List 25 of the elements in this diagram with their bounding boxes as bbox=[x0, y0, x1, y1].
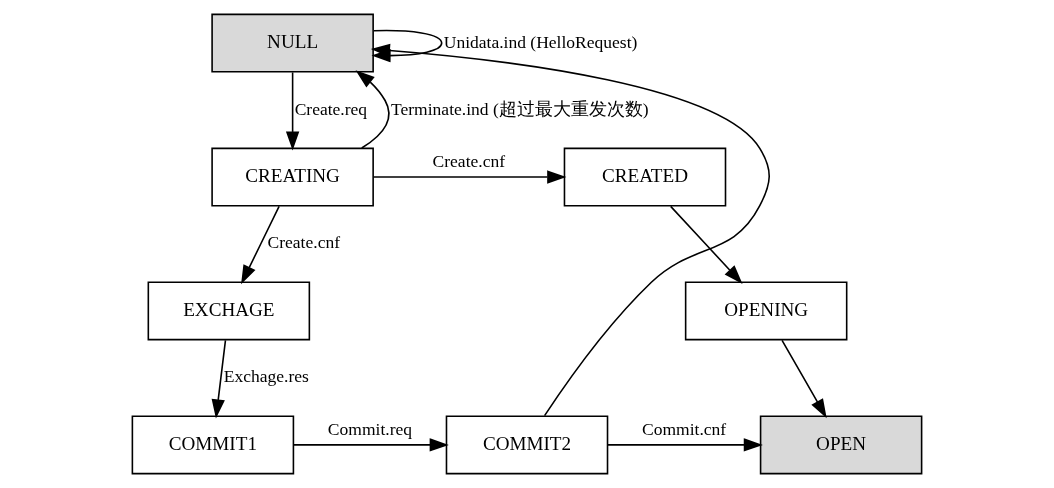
node-box: COMMIT1 bbox=[131, 415, 295, 475]
node-box: NULL bbox=[211, 13, 374, 73]
edge-label: Create.cnf bbox=[267, 232, 341, 253]
arrow bbox=[355, 70, 390, 149]
node-box: EXCHAGE bbox=[147, 281, 311, 341]
node-box: COMMIT2 bbox=[445, 415, 609, 475]
edge-label: Commit.cnf bbox=[641, 419, 727, 440]
arrow bbox=[211, 339, 227, 419]
edge-label: Create.req bbox=[294, 98, 368, 119]
edge-label: Create.cnf bbox=[432, 151, 506, 172]
arrow bbox=[781, 339, 827, 419]
arrow bbox=[372, 170, 567, 184]
node-box: CREATING bbox=[211, 147, 374, 207]
node-box: OPEN bbox=[759, 415, 923, 475]
arrow bbox=[293, 438, 449, 452]
arrow bbox=[607, 438, 763, 452]
node-box: CREATED bbox=[563, 147, 727, 207]
edge-label: Commit.req bbox=[327, 419, 413, 440]
arrow bbox=[285, 71, 300, 151]
edge-label: Unidata.ind (HelloRequest) bbox=[443, 31, 638, 52]
edge-label: Exchage.res bbox=[223, 366, 309, 387]
arrow bbox=[669, 205, 743, 284]
node-box: OPENING bbox=[684, 281, 848, 341]
arrow bbox=[241, 205, 280, 285]
edge-label: Terminate.ind (超过最大重发次数) bbox=[391, 98, 649, 119]
